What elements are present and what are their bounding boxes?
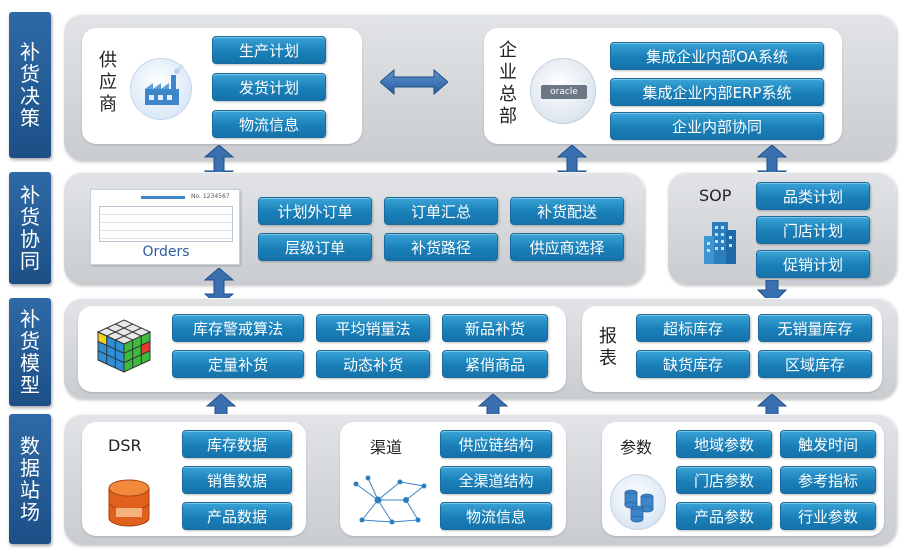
sop-item-store-plan[interactable]: 门店计划 — [756, 216, 870, 244]
params-item-product[interactable]: 产品参数 — [676, 502, 772, 530]
arrow-up-icon — [206, 394, 236, 416]
double-arrow-vertical-icon — [204, 268, 234, 306]
section-label-decision: 补货决策 — [9, 12, 51, 158]
supplier-item-production-plan[interactable]: 生产计划 — [212, 36, 326, 64]
sop-label: SOP — [699, 186, 732, 205]
report-label: 报表 — [599, 326, 617, 369]
model-item-dynamic[interactable]: 动态补货 — [316, 350, 430, 378]
channel-item-omni-channel[interactable]: 全渠道结构 — [440, 466, 552, 494]
network-icon — [348, 470, 434, 534]
supplier-item-shipping-plan[interactable]: 发货计划 — [212, 73, 326, 101]
dsr-item-sales[interactable]: 销售数据 — [182, 466, 292, 494]
enterprise-item-collab[interactable]: 企业内部协同 — [610, 112, 824, 140]
model-item-avg-sales[interactable]: 平均销量法 — [316, 314, 430, 342]
model-item-hot-product[interactable]: 紧俏商品 — [442, 350, 548, 378]
params-item-region[interactable]: 地域参数 — [676, 430, 772, 458]
params-item-industry[interactable]: 行业参数 — [780, 502, 876, 530]
supplier-label: 供应商 — [99, 50, 117, 115]
section-label-data: 数据站场 — [9, 414, 51, 544]
report-item-shortage[interactable]: 缺货库存 — [636, 350, 750, 378]
report-item-no-sales[interactable]: 无销量库存 — [758, 314, 872, 342]
orders-item-tiered[interactable]: 层级订单 — [258, 233, 372, 261]
enterprise-label: 企业总部 — [499, 40, 517, 127]
arrow-down-icon — [757, 280, 787, 304]
channel-label: 渠道 — [370, 438, 403, 457]
orders-doc-label: Orders — [142, 244, 190, 260]
enterprise-item-oa[interactable]: 集成企业内部OA系统 — [610, 42, 824, 70]
sop-item-promo-plan[interactable]: 促销计划 — [756, 250, 870, 278]
section-label-model: 补货模型 — [9, 298, 51, 406]
orders-document-icon: No. 1234567 Orders — [90, 189, 240, 265]
orders-item-supplier-select[interactable]: 供应商选择 — [510, 233, 624, 261]
supplier-item-logistics[interactable]: 物流信息 — [212, 110, 326, 138]
model-item-fixed-qty[interactable]: 定量补货 — [172, 350, 304, 378]
dsr-item-inventory[interactable]: 库存数据 — [182, 430, 292, 458]
report-item-regional[interactable]: 区域库存 — [758, 350, 872, 378]
section-label-collab: 补货协同 — [9, 172, 51, 284]
dsr-label: DSR — [108, 436, 142, 455]
orders-doc-number: No. 1234567 — [191, 193, 230, 200]
orders-item-path[interactable]: 补货路径 — [384, 233, 498, 261]
params-item-trigger-time[interactable]: 触发时间 — [780, 430, 876, 458]
oracle-logo-icon: oracle — [530, 58, 596, 124]
params-item-store[interactable]: 门店参数 — [676, 466, 772, 494]
enterprise-item-erp[interactable]: 集成企业内部ERP系统 — [610, 78, 824, 106]
database-icon — [106, 478, 152, 532]
arrow-up-icon — [757, 394, 787, 416]
oracle-logo-text: oracle — [541, 85, 587, 99]
model-item-alert-algorithm[interactable]: 库存警戒算法 — [172, 314, 304, 342]
double-arrow-horizontal-icon — [380, 69, 448, 95]
channel-item-supply-chain[interactable]: 供应链结构 — [440, 430, 552, 458]
factory-icon — [130, 58, 192, 120]
building-icon — [700, 218, 740, 270]
dsr-item-product[interactable]: 产品数据 — [182, 502, 292, 530]
cube-icon — [96, 318, 152, 378]
orders-item-unplanned[interactable]: 计划外订单 — [258, 197, 372, 225]
arrow-up-icon — [478, 394, 508, 416]
orders-item-delivery[interactable]: 补货配送 — [510, 197, 624, 225]
params-label: 参数 — [620, 438, 653, 457]
params-item-reference[interactable]: 参考指标 — [780, 466, 876, 494]
params-icon — [610, 474, 666, 530]
model-item-new-product[interactable]: 新品补货 — [442, 314, 548, 342]
orders-item-summary[interactable]: 订单汇总 — [384, 197, 498, 225]
channel-item-logistics[interactable]: 物流信息 — [440, 502, 552, 530]
sop-item-category-plan[interactable]: 品类计划 — [756, 182, 870, 210]
report-item-excess[interactable]: 超标库存 — [636, 314, 750, 342]
